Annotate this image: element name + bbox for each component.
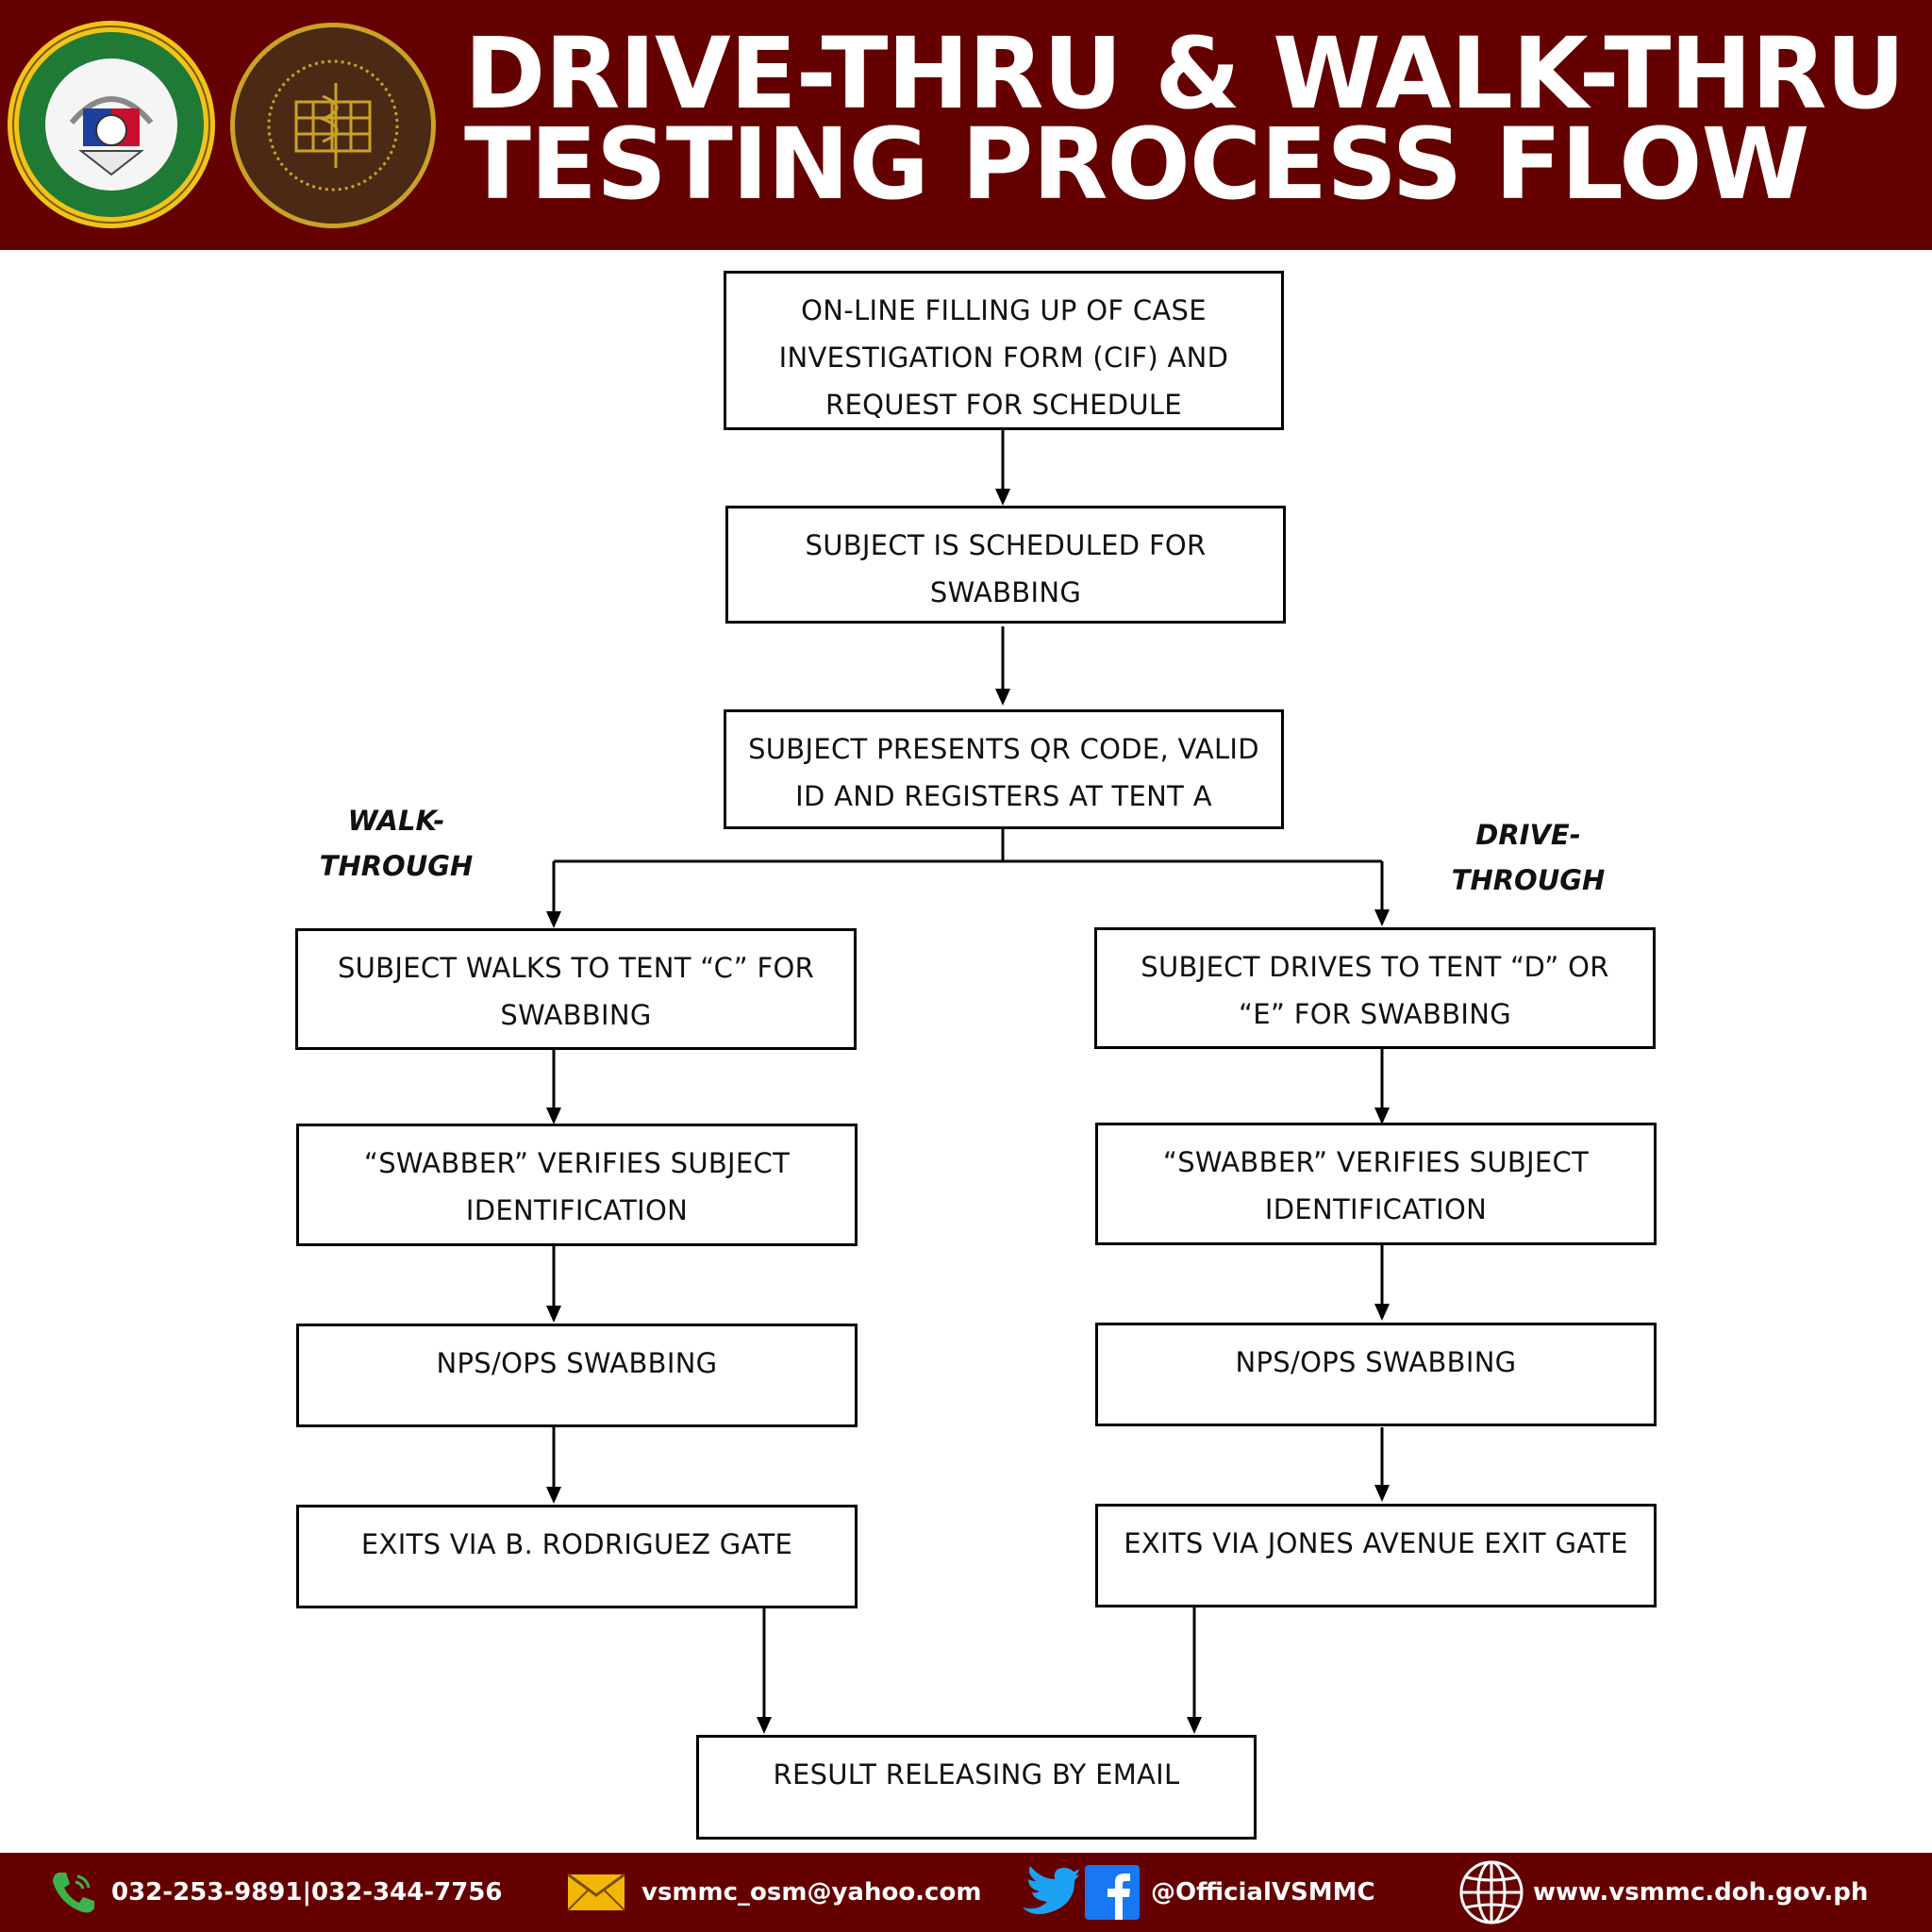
drive-step-exit: EXITS VIA JONES AVENUE EXIT GATE: [1095, 1504, 1657, 1607]
drive-step-tent-de: SUBJECT DRIVES TO TENT “D” OR “E” FOR SW…: [1094, 927, 1656, 1049]
walk-step-swabbing: NPS/OPS SWABBING: [296, 1324, 858, 1427]
social-handle: @OfficialVSMMC: [1151, 1878, 1375, 1907]
phone-icon: [47, 1867, 98, 1918]
title-line-1: DRIVE-THRU & WALK-THRU: [464, 16, 1906, 131]
step-online-cif: ON-LINE FILLING UP OF CASE INVESTIGATION…: [724, 271, 1284, 430]
doh-seal-logo: [6, 19, 217, 230]
twitter-icon: [1019, 1866, 1079, 1919]
footer-social: @OfficialVSMMC: [1019, 1853, 1375, 1932]
footer-phone: 032-253-9891|032-344-7756: [47, 1853, 502, 1932]
title-line-2: TESTING PROCESS FLOW: [464, 107, 1809, 222]
drive-step-swabbing: NPS/OPS SWABBING: [1095, 1323, 1657, 1426]
envelope-icon: [566, 1871, 626, 1914]
final-result-email: RESULT RELEASING BY EMAIL: [696, 1735, 1257, 1840]
vsmmc-seal-logo: [228, 21, 438, 230]
step-register-tent-a: SUBJECT PRESENTS QR CODE, VALID ID AND R…: [724, 709, 1284, 829]
walk-step-tent-c: SUBJECT WALKS TO TENT “C” FOR SWABBING: [295, 928, 857, 1050]
header-banner: DRIVE-THRU & WALK-THRU TESTING PROCESS F…: [0, 0, 1932, 250]
footer-email: vsmmc_osm@yahoo.com: [566, 1853, 981, 1932]
facebook-icon: [1085, 1865, 1140, 1920]
globe-icon: [1457, 1858, 1525, 1926]
phone-text: 032-253-9891|032-344-7756: [111, 1878, 503, 1907]
footer-bar: 032-253-9891|032-344-7756 vsmmc_osm@yaho…: [0, 1853, 1932, 1932]
footer-website: www.vsmmc.doh.gov.ph: [1457, 1853, 1868, 1932]
page-title: DRIVE-THRU & WALK-THRU TESTING PROCESS F…: [464, 16, 1917, 222]
step-scheduled: SUBJECT IS SCHEDULED FOR SWABBING: [725, 506, 1286, 624]
drive-step-verify: “SWABBER” VERIFIES SUBJECT IDENTIFICATIO…: [1095, 1123, 1657, 1245]
drive-through-label: DRIVE- THROUGH: [1451, 819, 1606, 896]
website-text: www.vsmmc.doh.gov.ph: [1533, 1878, 1869, 1907]
email-text: vsmmc_osm@yahoo.com: [641, 1878, 982, 1907]
walk-step-exit: EXITS VIA B. RODRIGUEZ GATE: [296, 1505, 858, 1608]
walk-through-label: WALK- THROUGH: [319, 805, 474, 882]
walk-step-verify: “SWABBER” VERIFIES SUBJECT IDENTIFICATIO…: [296, 1124, 858, 1246]
